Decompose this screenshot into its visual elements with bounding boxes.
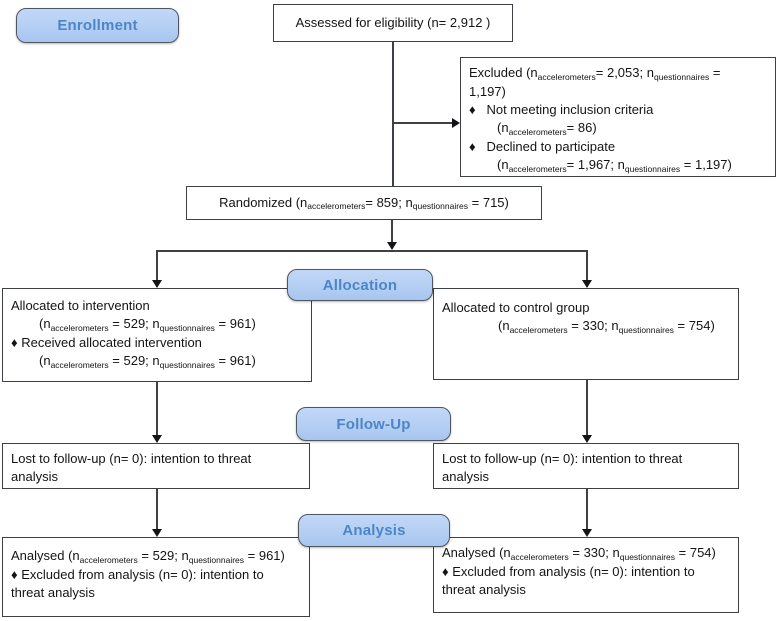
alloc-right-line2: (naccelerometers = 330; nquestionnaires … <box>498 318 715 335</box>
connector-branch-right-down <box>586 250 588 280</box>
excluded-title-line2: 1,197) <box>469 84 506 99</box>
analysis-left-line2: ♦ Excluded from analysis (n= 0): intenti… <box>11 567 264 582</box>
arrow-down-icon <box>582 529 592 537</box>
analysis-left-box: Analysed (naccelerometers = 529; nquesti… <box>2 537 310 617</box>
arrow-down-icon <box>387 242 397 250</box>
arrow-down-icon <box>152 529 162 537</box>
analysis-badge: Analysis <box>298 514 450 547</box>
alloc-left-line3: ♦ Received allocated intervention <box>11 335 202 350</box>
followup-badge-label: Follow-Up <box>336 415 411 433</box>
alloc-left-line1: Allocated to intervention <box>11 298 150 313</box>
enrollment-badge: Enrollment <box>16 8 179 43</box>
analysis-badge-label: Analysis <box>342 522 406 539</box>
arrow-right-icon <box>452 118 460 128</box>
randomized-text: Randomized (naccelerometers= 859; nquest… <box>219 194 509 212</box>
followup-right-box: Lost to follow-up (n= 0): intention to t… <box>433 443 739 489</box>
allocated-control-box: Allocated to control group (nacceleromet… <box>433 288 739 380</box>
excluded-bullet-declined: ♦ Declined to participate <box>469 139 616 154</box>
followup-badge: Follow-Up <box>296 407 451 441</box>
connector-branch-to-excluded <box>393 122 452 124</box>
excluded-title-line1: Excluded (naccelerometers= 2,053; nquest… <box>469 65 721 82</box>
alloc-left-line4: (naccelerometers = 529; nquestionnaires … <box>39 353 256 370</box>
analysis-right-line1: Analysed (naccelerometers = 330; nquesti… <box>442 545 716 562</box>
allocation-badge-label: Allocation <box>322 276 398 294</box>
connector-assessed-to-randomized <box>392 42 394 186</box>
alloc-left-line2: (naccelerometers = 529; nquestionnaires … <box>39 316 256 333</box>
arrow-down-icon <box>582 280 592 288</box>
followup-left-box: Lost to follow-up (n= 0): intention to t… <box>2 443 310 489</box>
followup-left-line1: Lost to follow-up (n= 0): intention to t… <box>11 451 252 466</box>
alloc-right-line1: Allocated to control group <box>442 300 590 315</box>
analysis-right-box: Analysed (naccelerometers = 330; nquesti… <box>433 537 739 613</box>
analysis-right-line2: ♦ Excluded from analysis (n= 0): intenti… <box>442 564 695 579</box>
connector-randomized-down <box>391 220 393 243</box>
enrollment-badge-label: Enrollment <box>57 17 138 34</box>
excluded-box: Excluded (naccelerometers= 2,053; nquest… <box>460 57 776 177</box>
randomized-box: Randomized (naccelerometers= 859; nquest… <box>186 186 542 220</box>
analysis-left-line3: threat analysis <box>11 585 95 600</box>
arrow-down-icon <box>152 435 162 443</box>
connector-allocright-to-followup <box>586 380 588 435</box>
connector-followupleft-to-analysis <box>156 489 158 529</box>
allocated-intervention-box: Allocated to intervention (nacceleromete… <box>2 288 312 382</box>
excluded-bullet-inclusion: ♦ Not meeting inclusion criteria <box>469 102 654 117</box>
analysis-left-line1: Analysed (naccelerometers = 529; nquesti… <box>11 548 285 565</box>
arrow-down-icon <box>582 435 592 443</box>
connector-branch-horizontal <box>156 250 588 252</box>
allocation-badge: Allocation <box>287 269 433 301</box>
assessed-box: Assessed for eligibility (n= 2,912 ) <box>273 4 513 42</box>
connector-branch-left-down <box>156 250 158 280</box>
arrow-down-icon <box>152 280 162 288</box>
excluded-bullet-inclusion-detail: (naccelerometers= 86) <box>497 120 597 137</box>
analysis-right-line3: threat analysis <box>442 582 526 597</box>
connector-followupright-to-analysis <box>586 489 588 529</box>
followup-left-line2: analysis <box>11 469 58 484</box>
followup-right-line1: Lost to follow-up (n= 0): intention to t… <box>442 451 683 466</box>
connector-allocleft-to-followup <box>156 382 158 435</box>
followup-right-line2: analysis <box>442 469 489 484</box>
excluded-bullet-declined-detail: (naccelerometers= 1,967; nquestionnaires… <box>497 157 732 174</box>
assessed-text: Assessed for eligibility (n= 2,912 ) <box>295 15 491 30</box>
